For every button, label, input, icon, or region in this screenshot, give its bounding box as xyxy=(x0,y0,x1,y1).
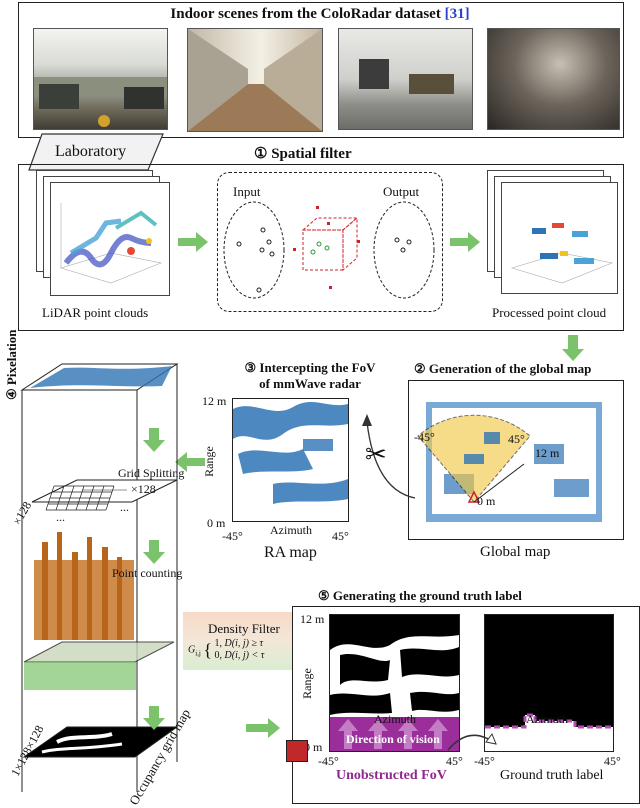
unobstructed-fov-label: Unobstructed FoV xyxy=(336,768,447,783)
gt-x-right1: 45° xyxy=(446,754,463,768)
dataset-panel xyxy=(18,2,624,138)
intercept-arrow xyxy=(362,414,416,499)
gt-xlabel-left: Azimuth xyxy=(374,712,416,726)
ellipsis-a: ... xyxy=(56,510,65,524)
filter-illustration xyxy=(223,201,435,299)
arrow-right-2 xyxy=(450,232,480,252)
radar-sensor-icon xyxy=(286,740,308,762)
arrow-down-count xyxy=(143,540,165,564)
scissors-icon: ✂ xyxy=(365,440,387,469)
density-filter-title: Density Filter xyxy=(208,621,280,636)
unobstructed-map-art xyxy=(330,615,459,751)
ra-map-art xyxy=(233,401,348,504)
lidar-plot-art xyxy=(59,203,163,284)
lidar-caption: LiDAR point clouds xyxy=(42,305,149,320)
processed-plot-art xyxy=(510,223,614,284)
laboratory-photo-art xyxy=(34,77,167,127)
gt-ylabel: Range xyxy=(299,668,314,699)
global-angle-right: 45° xyxy=(508,432,525,446)
arrow-down-grid xyxy=(143,428,165,452)
grid-splitting-label: Grid Splitting xyxy=(118,466,185,480)
arrow-down-occupancy xyxy=(143,706,165,730)
gt-y-top: 12 m xyxy=(300,612,325,626)
gt-x-left2: -45° xyxy=(474,754,495,768)
arrow-down-global xyxy=(562,335,584,361)
spatial-filter-title: ① Spatial filter xyxy=(254,146,352,162)
ra-y-bot: 0 m xyxy=(207,516,226,530)
processed-caption: Processed point cloud xyxy=(492,305,607,320)
ra-caption: RA map xyxy=(264,544,317,561)
formula-sub: i,j xyxy=(195,649,201,658)
gt-y-bot: 0 m xyxy=(304,740,323,754)
spatial-filter-panel xyxy=(18,164,624,331)
global-map-title: ② Generation of the global map xyxy=(414,361,592,376)
formula-lhs: G xyxy=(188,644,196,656)
global-map-art xyxy=(417,398,604,526)
grid-mesh xyxy=(44,484,116,522)
ra-xlabel: Azimuth xyxy=(270,523,312,537)
case1-val: 1, xyxy=(214,638,223,649)
input-label: Input xyxy=(233,184,261,199)
density-filter-box xyxy=(183,612,293,670)
hall-photo-art xyxy=(359,59,454,94)
photo-tunnel xyxy=(487,28,620,130)
ra-title-line1: ③ Intercepting the FoV xyxy=(244,360,376,375)
global-range-label: 12 m xyxy=(535,446,560,460)
ra-map-plot xyxy=(232,398,349,522)
point-counting-label: Point counting xyxy=(112,566,183,580)
citation-link[interactable]: [31] xyxy=(444,6,470,22)
ellipsis-b: ... xyxy=(120,500,129,514)
corridor-photo-art xyxy=(188,29,322,131)
dim-a-label: ×128 xyxy=(131,482,156,496)
unobstructed-map xyxy=(329,614,460,752)
filter-dashed-box xyxy=(217,172,443,312)
grid-mesh-art xyxy=(45,485,115,511)
ground-truth-map xyxy=(484,614,614,752)
case2-cond: D(i, j) < τ xyxy=(224,650,265,661)
global-origin-label: 0 m xyxy=(477,494,496,508)
ground-truth-map-art xyxy=(485,615,613,729)
ra-title: ③ Intercepting the FoV of mmWave radar xyxy=(220,360,400,392)
gt-xlabel-right: Azimuth xyxy=(526,712,568,726)
ground-truth-caption: Ground truth label xyxy=(500,768,604,783)
density-formula: Gi,j { 1, D(i, j) ≥ τ 0, D(i, j) < τ xyxy=(188,638,265,661)
ra-title-line2: of mmWave radar xyxy=(259,376,361,391)
case2-val: 0, xyxy=(214,650,223,661)
pixelation-column xyxy=(20,363,179,792)
case1-cond: D(i, j) ≥ τ xyxy=(224,638,264,649)
arrow-right-1 xyxy=(178,232,208,252)
dataset-title: Indoor scenes from the ColoRadar dataset… xyxy=(18,6,622,23)
laboratory-tab-label: Laboratory xyxy=(55,143,127,160)
ra-y-top: 12 m xyxy=(202,394,227,408)
photo-hall xyxy=(338,28,473,130)
arrow-left-grid xyxy=(175,452,205,472)
ground-truth-title: ⑤ Generating the ground truth label xyxy=(318,588,522,603)
output-label: Output xyxy=(383,184,420,199)
global-angle-left: -45° xyxy=(414,430,435,444)
transfer-arrow xyxy=(447,732,497,751)
gt-x-left1: -45° xyxy=(318,754,339,768)
gt-x-right2: 45° xyxy=(604,754,621,768)
ra-x-left: -45° xyxy=(222,529,243,543)
arrow-right-step5 xyxy=(246,718,280,738)
global-map-panel xyxy=(408,380,624,540)
direction-label: Direction of vision xyxy=(346,732,440,746)
photo-laboratory xyxy=(33,28,168,130)
ra-x-right: 45° xyxy=(332,529,349,543)
global-map-caption: Global map xyxy=(480,544,551,560)
dataset-title-text: Indoor scenes from the ColoRadar dataset xyxy=(170,6,445,22)
photo-corridor xyxy=(187,28,323,132)
